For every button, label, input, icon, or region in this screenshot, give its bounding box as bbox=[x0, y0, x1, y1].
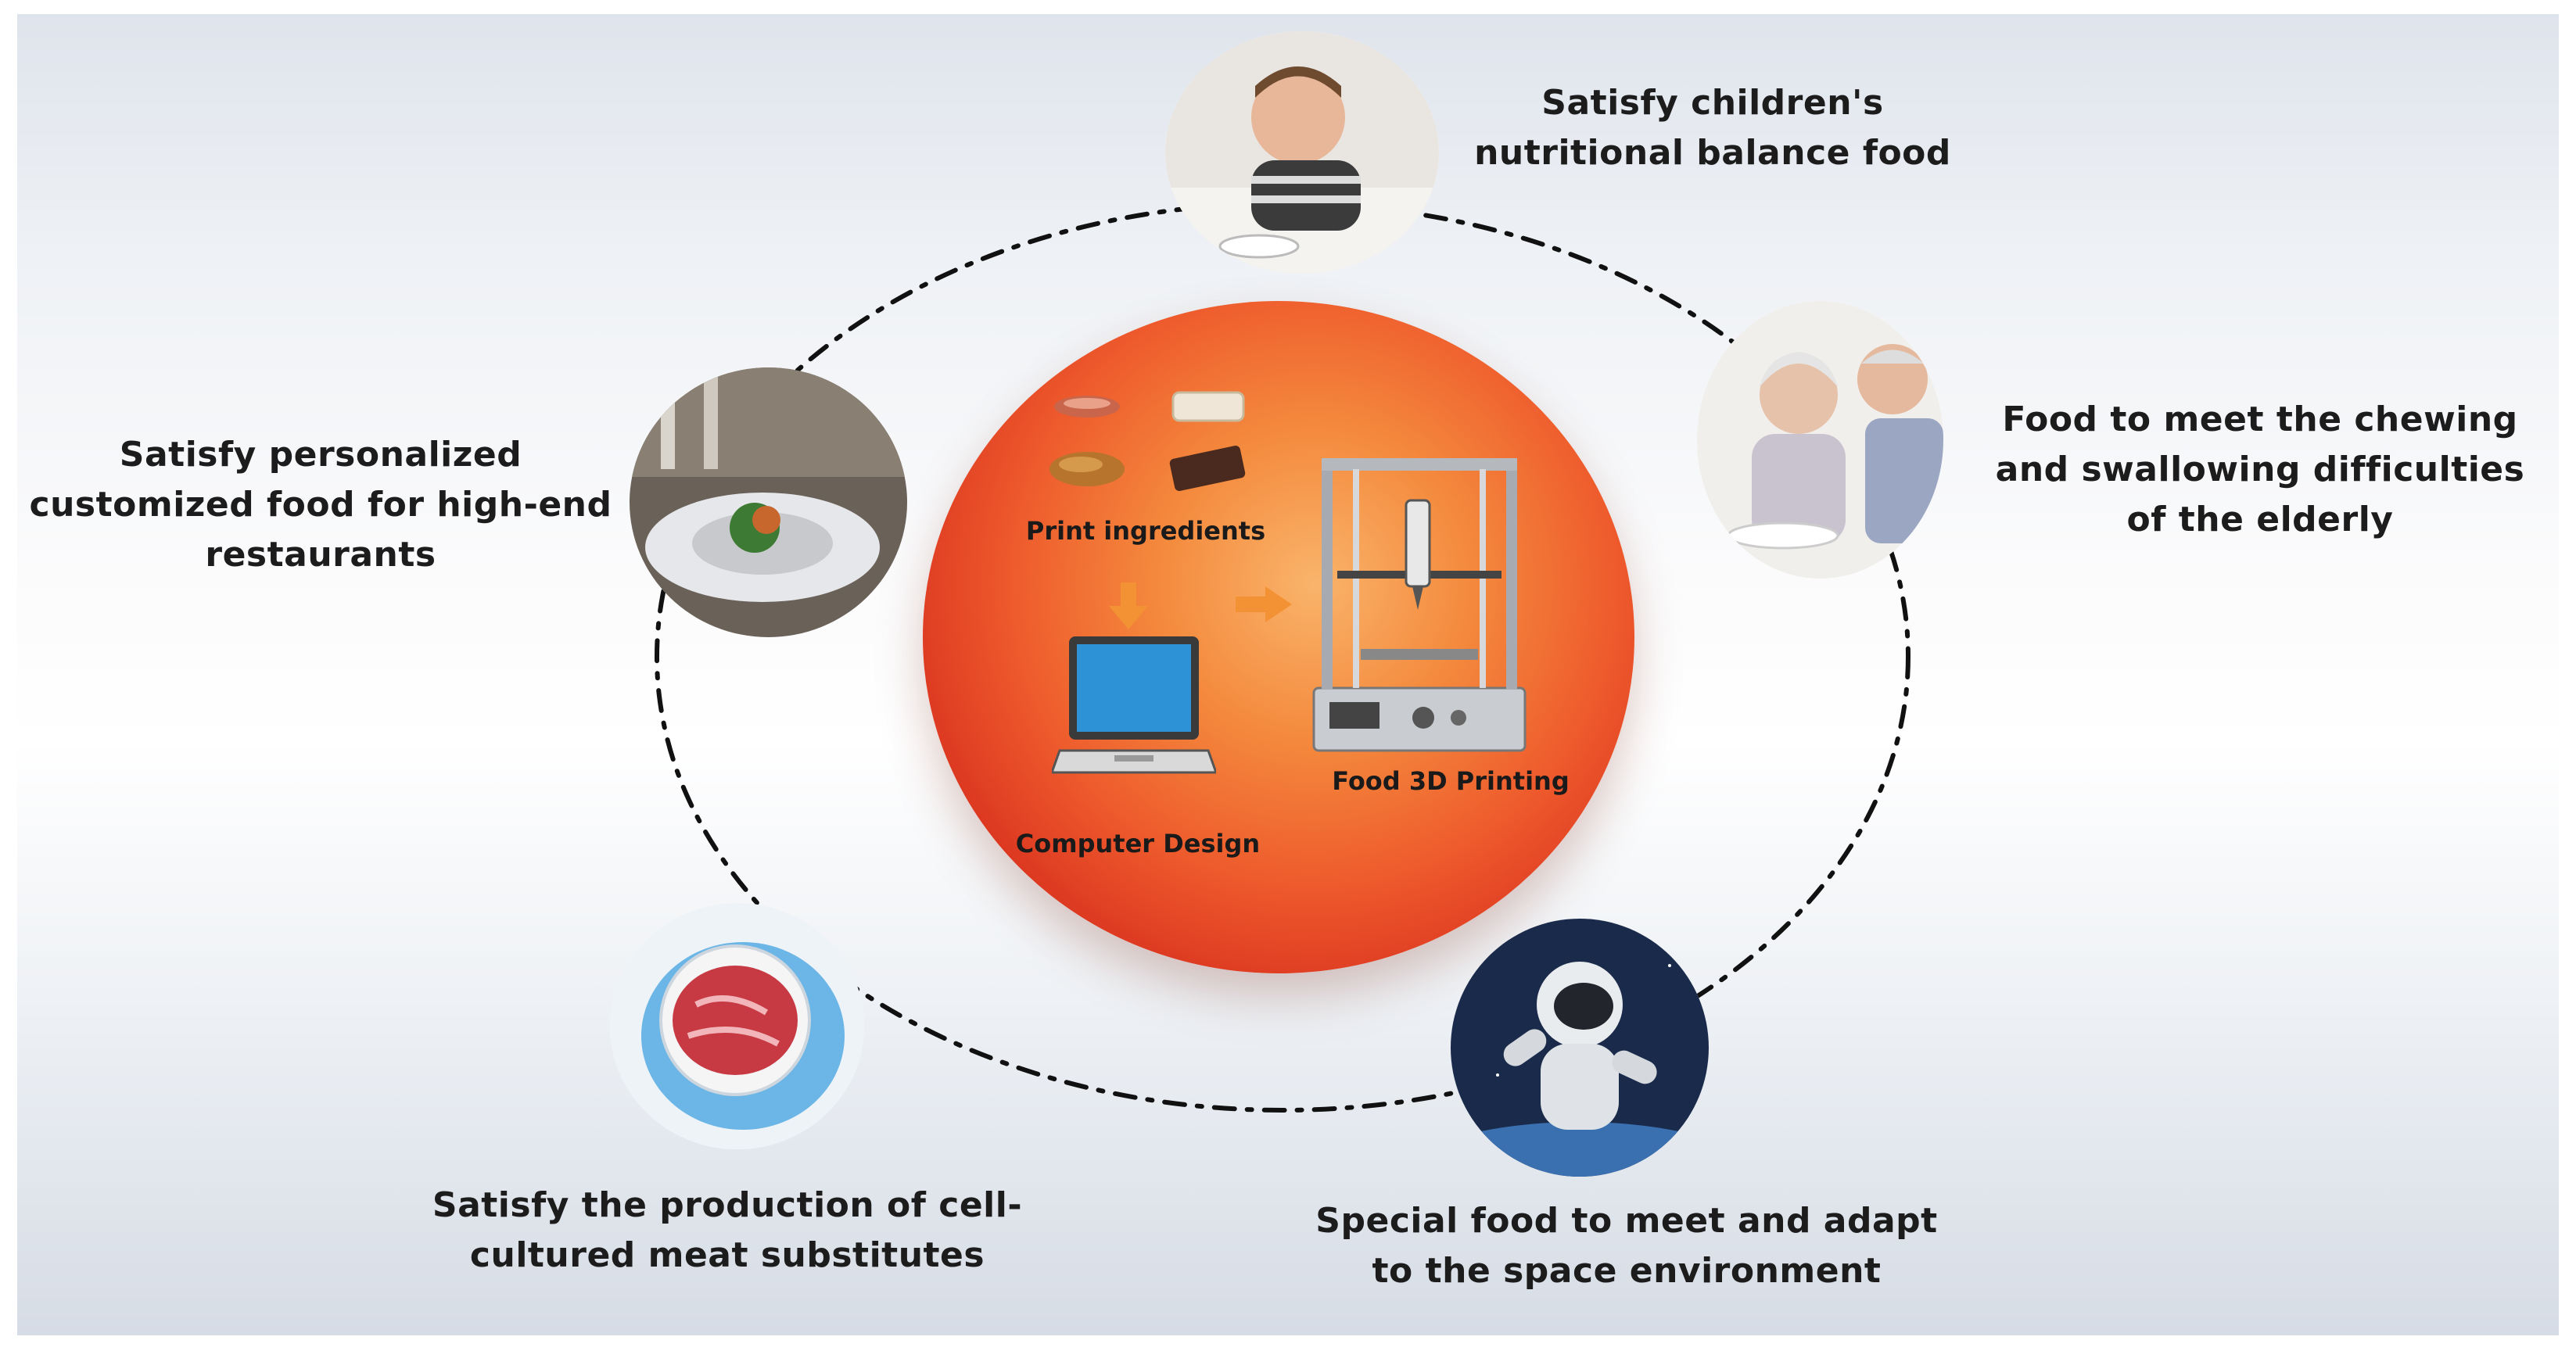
child-photo bbox=[1165, 31, 1439, 274]
cultured-meat-photo bbox=[610, 903, 864, 1149]
restaurant-photo bbox=[630, 367, 907, 637]
label-restaurants: Satisfy personalized customized food for… bbox=[29, 435, 612, 575]
ingredients-icon bbox=[1049, 391, 1246, 491]
3d-printer-icon bbox=[1312, 458, 1527, 752]
label-children: Satisfy children's nutritional balance f… bbox=[1474, 83, 1951, 173]
label-space: Special food to meet and adapt to the sp… bbox=[1315, 1201, 1938, 1291]
elderly-photo bbox=[1697, 301, 1943, 579]
astronaut-photo bbox=[1451, 919, 1709, 1177]
arrow-right-icon bbox=[1236, 586, 1292, 622]
arrow-down-icon bbox=[1109, 582, 1148, 629]
label-print-ingredients: Print ingredients bbox=[1025, 516, 1266, 546]
label-food-3d-printing: Food 3D Printing bbox=[1332, 766, 1570, 796]
label-elderly: Food to meet the chewing and swallowing … bbox=[1995, 400, 2525, 539]
laptop-icon bbox=[1052, 636, 1216, 774]
label-computer-design: Computer Design bbox=[1015, 829, 1261, 858]
label-cell-cultured: Satisfy the production of cell-cultured … bbox=[432, 1185, 1023, 1275]
